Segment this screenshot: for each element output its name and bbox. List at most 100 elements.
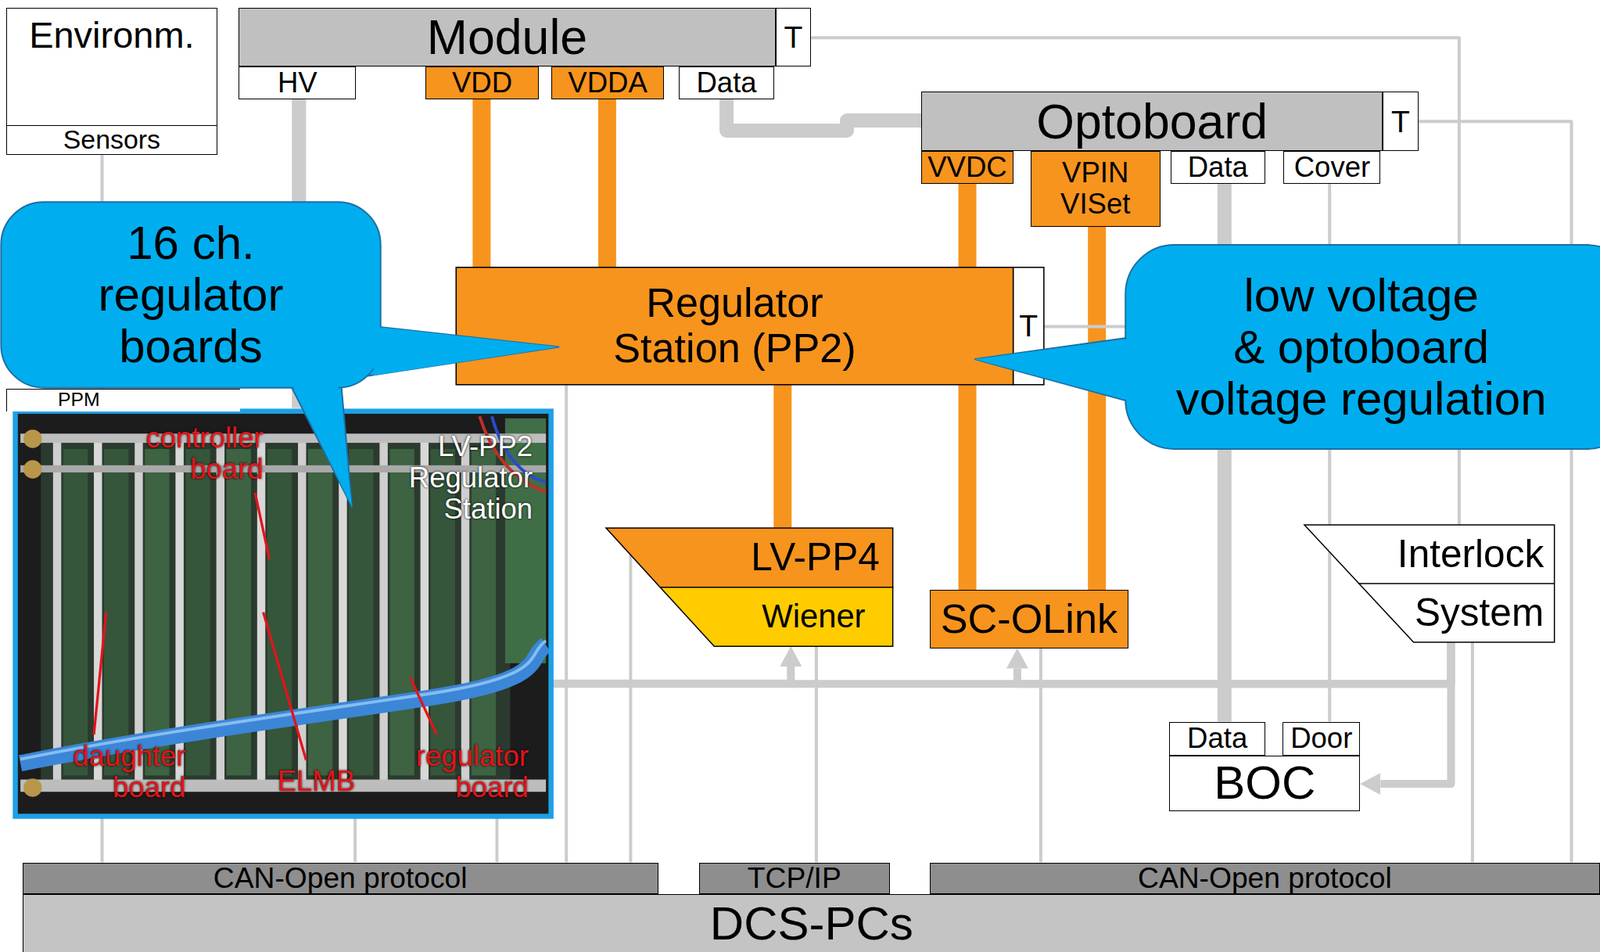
callout-right [974,244,1600,449]
connector [814,645,818,863]
connector [564,384,568,863]
node-text: T [1018,308,1038,343]
callout-joint [373,326,560,376]
node-text: Sensors [7,125,217,155]
photo-label: controller board [145,422,263,485]
node-text: Data [695,67,757,99]
node-text: T [784,20,804,54]
port-cell: T [1382,91,1419,151]
photo-board [348,448,374,775]
regulator-box-fill [455,267,1013,385]
node-text: Data [1187,722,1248,754]
photo-label: daughter board [72,740,186,804]
node-text: Door [1290,722,1353,754]
callout-bubble: 16 ch. regulator boards [0,201,382,388]
photo-screw [23,429,42,448]
node-text: SC-OLink [940,596,1118,642]
photo-board [389,448,414,775]
callout-tail [974,336,1135,403]
bus-bar: CAN-Open protocol [929,862,1600,894]
photo-label: regulator board [416,740,529,804]
node-text: PPM [7,389,101,410]
port-cell: T [775,7,812,66]
connector [1017,642,1452,685]
callout-joint [291,383,352,507]
photo-frame [15,411,552,817]
sensor-box: Environm.Sensors [6,7,218,155]
port-cell: BOC [1169,755,1360,812]
photo-screw [23,459,42,478]
leader-line [410,677,438,735]
node-text: Interlock System [1397,524,1554,643]
port-cell: T [1013,267,1044,385]
node-text: T [1391,104,1410,139]
interlock-outline [1304,524,1555,643]
port-cell: Data [678,66,775,100]
node-text: VDDA [567,67,647,99]
connector [958,183,977,268]
photo-label: LV-PP2 Regulator Station [369,430,533,526]
callout-tail [287,379,352,507]
power-box: VVDC [921,150,1013,184]
supply-band [606,527,894,588]
port-cell: Data [1169,721,1266,756]
photo-screw [23,778,42,797]
bus-bar: CAN-Open protocol [22,862,659,894]
node-text: LV-PP4 [606,527,894,588]
interlock-divider [1358,582,1555,585]
photo-plate [93,440,102,787]
leader-line [254,492,270,560]
connector [790,642,1451,685]
node-text: VVDC [927,151,1007,183]
connector [1087,226,1106,591]
photo-label: ELMB [277,765,356,797]
ppm-box: PPM [6,388,241,412]
photo-plate [53,440,61,787]
power-box: Regulator Station (PP2) [455,267,1013,385]
port-cell: HV [238,66,356,100]
node-text: Regulator Station (PP2) [581,280,888,371]
bus-bar: TCP/IP [699,862,890,894]
node-text: VDD [452,67,513,99]
node-text: HV [277,67,318,99]
connector [598,99,617,268]
supply-box: LV-PP4Wiener [606,527,894,646]
component-bar: Module [238,7,775,66]
interlock-wire [548,679,795,688]
leader-line [93,612,107,736]
photo-board [104,448,129,775]
node-text: low voltage & optoboard voltage regulati… [1137,269,1586,425]
node-text: Wiener [606,586,894,646]
port-cell: Cover [1283,150,1381,184]
power-box: VPIN VISet [1030,150,1161,227]
regulator-photo [15,411,552,817]
photo-board [308,448,333,775]
node-text: VPIN VISet [1060,157,1131,220]
callout-bubble: low voltage & optoboard voltage regulati… [1125,244,1597,449]
photo-board [63,448,88,775]
connector [1039,648,1043,863]
node-text: BOC [1213,756,1316,809]
photo-plate [379,440,388,787]
node-text: Environm. [7,8,217,125]
connector [726,99,922,131]
node-text: 16 ch. regulator boards [63,217,319,373]
photo-ground [15,411,552,817]
power-box: SC-OLink [929,589,1129,648]
node-text: Cover [1294,151,1371,183]
component-bar: Optoboard [921,91,1383,151]
connector [958,384,977,590]
connector [472,99,491,268]
pc-band: DCS-PCs [22,893,1600,952]
node-text: Optoboard [1036,94,1268,149]
node-text: CAN-Open protocol [213,861,468,894]
callout-joint [974,338,1131,402]
node-text: TCP/IP [747,861,842,894]
power-box: VDD [425,66,539,100]
port-cell: Data [1170,150,1266,184]
connector [628,554,632,863]
callout-tail [357,324,560,378]
connector [773,384,792,528]
callout-body [1125,244,1600,449]
